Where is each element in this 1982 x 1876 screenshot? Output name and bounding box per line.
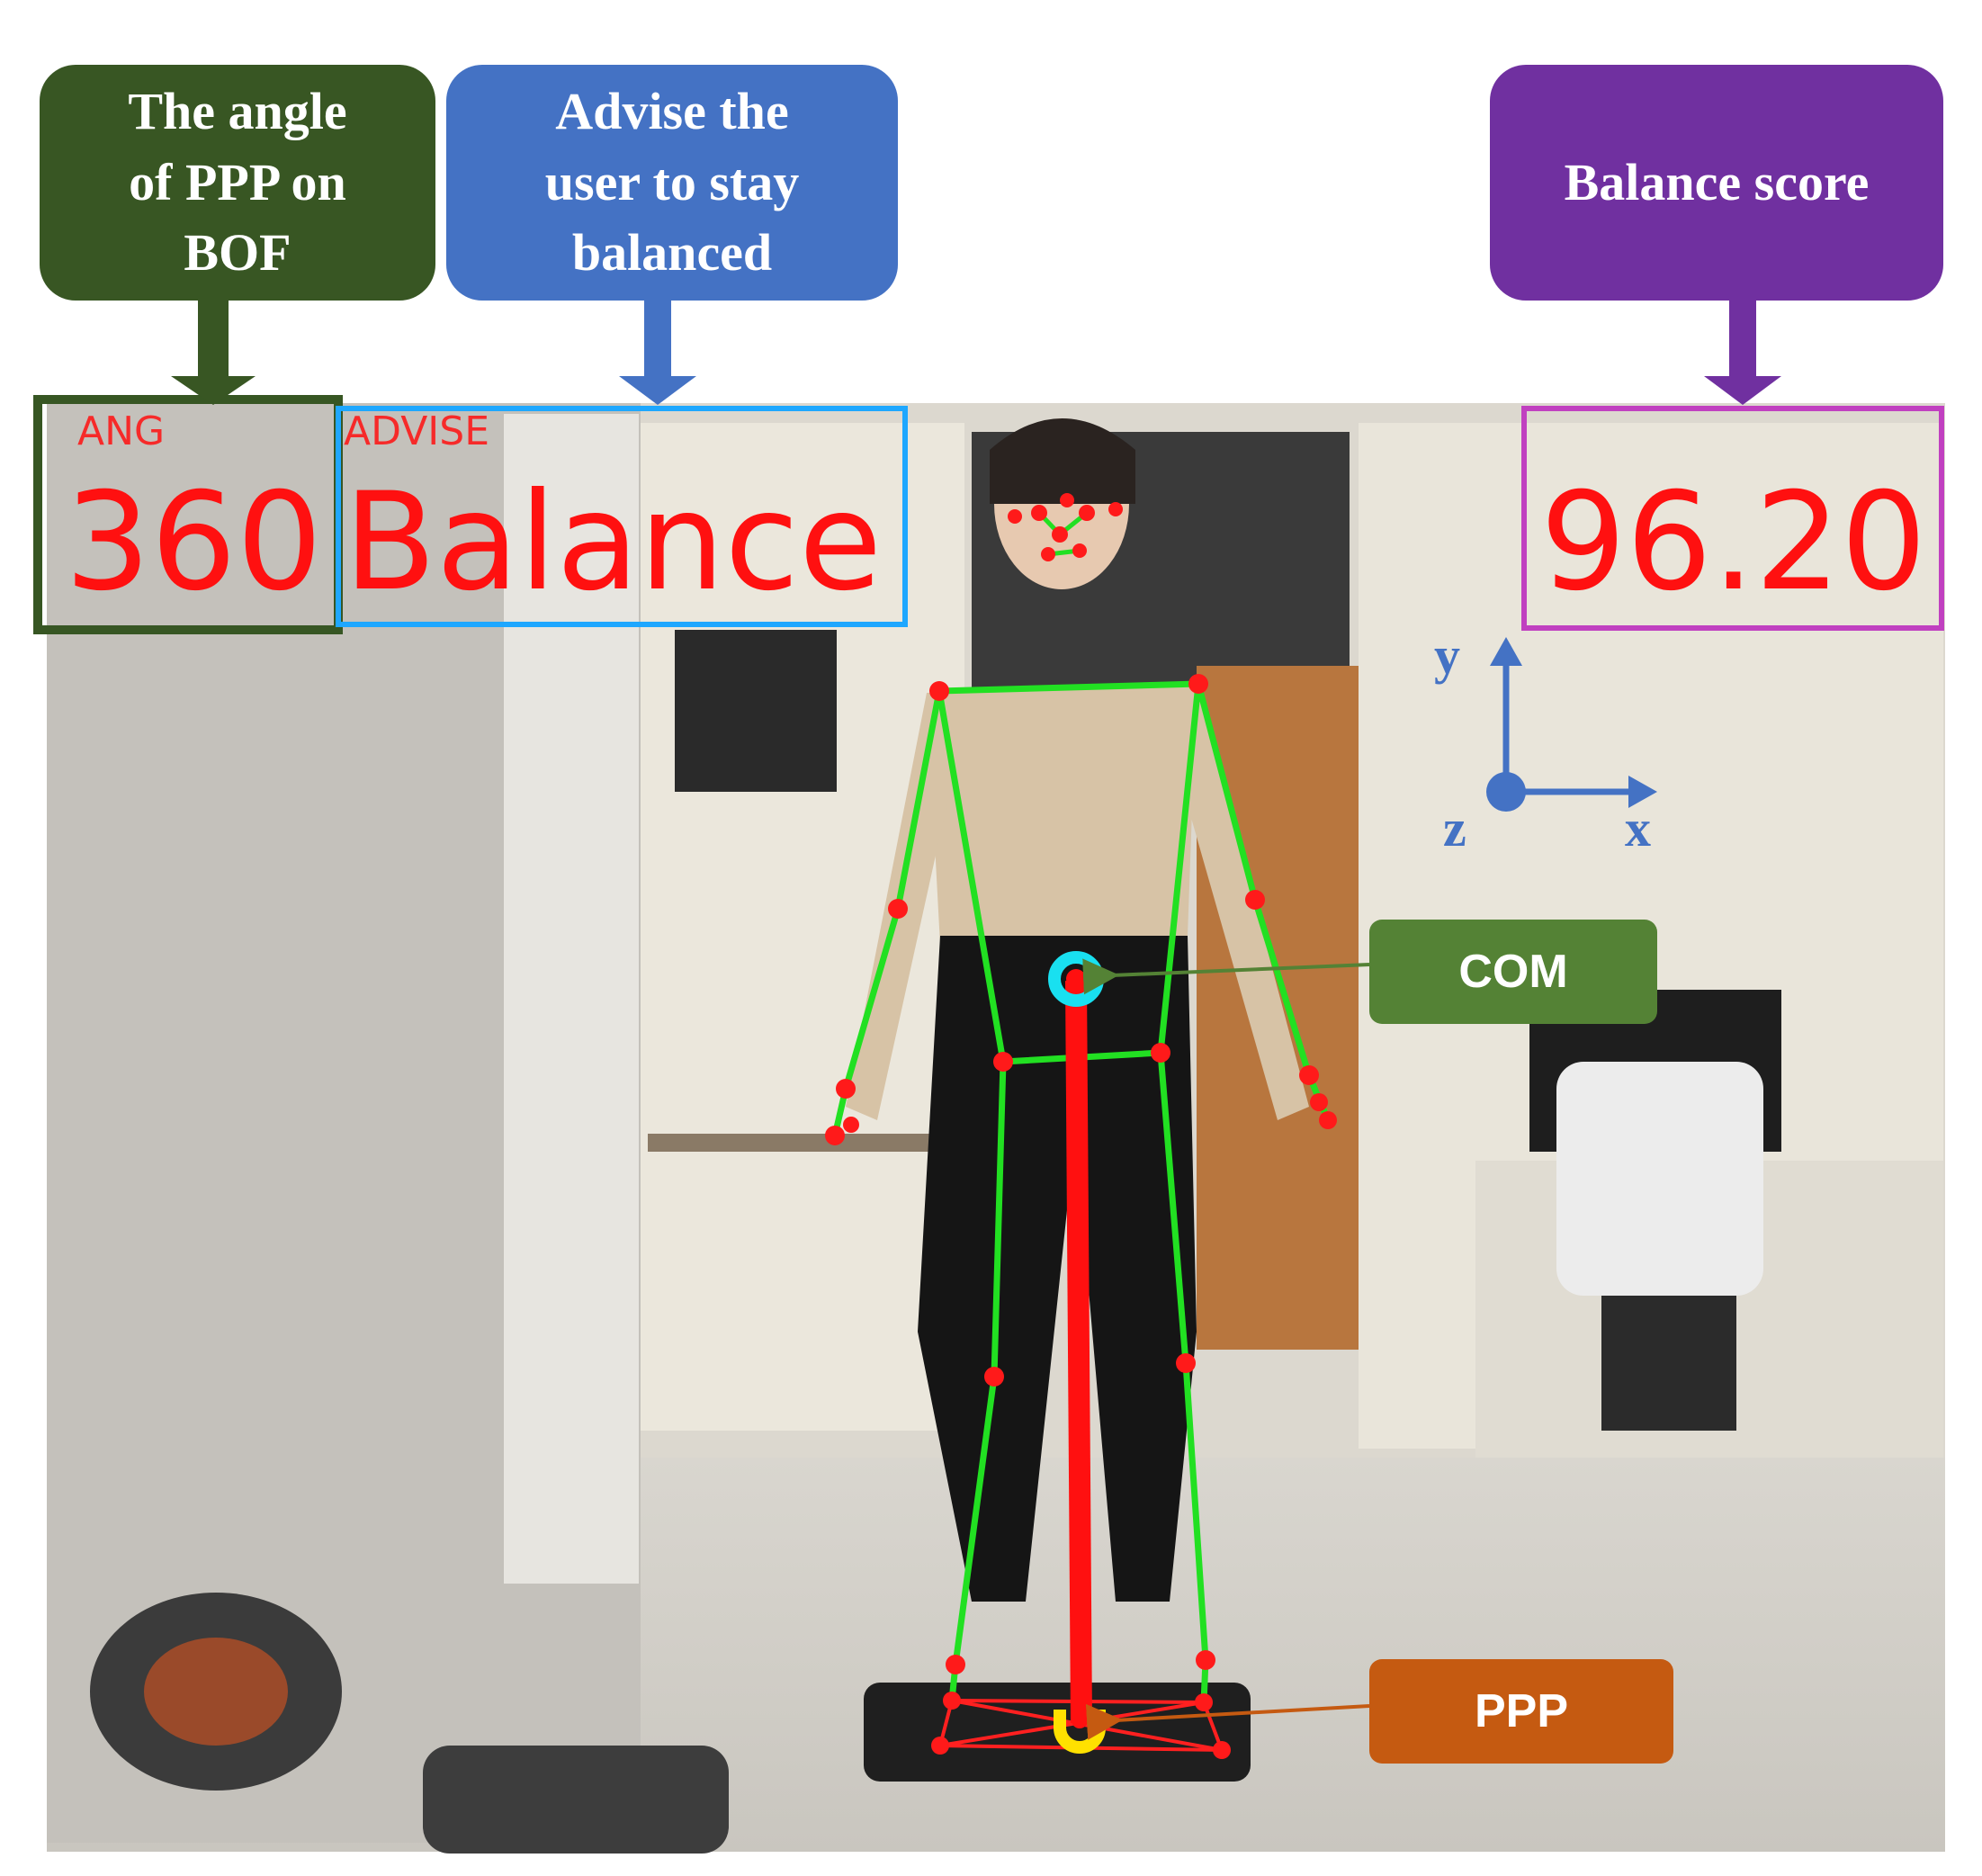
joint-left-toe — [931, 1737, 949, 1755]
axis-y-arrowhead — [1490, 637, 1522, 666]
axis-y-label: y — [1434, 626, 1460, 685]
joint-right-hand — [1310, 1093, 1328, 1111]
ppp-pointer-arrow — [1085, 1703, 1370, 1740]
balance-score-callout-text: Balance score — [1564, 152, 1870, 211]
joint-nose — [1052, 526, 1068, 543]
advise-frame — [336, 406, 908, 627]
balance-score-value: 96.20 — [1540, 464, 1927, 621]
com-ppp-line — [1065, 980, 1092, 1724]
balance-score-callout: Balance score — [1490, 65, 1943, 301]
axis-origin-dot — [1486, 772, 1526, 812]
joint-left-hand-tip — [843, 1117, 859, 1133]
joint-right-toe — [1213, 1741, 1231, 1759]
joint-right-knee — [1176, 1353, 1196, 1373]
joint-left-shoulder — [929, 681, 949, 701]
com-label: COM — [1369, 920, 1657, 1024]
joint-left-heel — [943, 1692, 961, 1710]
ppp-label-text: PPP — [1474, 1685, 1569, 1737]
joint-right-hip — [1151, 1043, 1170, 1063]
angle-value: 360 — [65, 464, 323, 621]
angle-caption: ANG — [77, 408, 166, 454]
angle-pointer-arrow — [171, 301, 256, 405]
advise-callout-text: Advise the user to stay balanced — [544, 81, 800, 283]
advise-callout: Advise the user to stay balanced — [446, 65, 898, 301]
joint-left-wrist — [836, 1079, 856, 1099]
com-label-text: COM — [1458, 946, 1568, 998]
joint-right-eye — [1079, 505, 1095, 521]
joint-left-knee — [984, 1367, 1004, 1387]
joint-mouth-left — [1041, 547, 1055, 561]
score-pointer-arrow — [1704, 301, 1781, 405]
joint-right-wrist — [1299, 1065, 1319, 1085]
joint-mouth-right — [1072, 543, 1087, 558]
joint-left-eye — [1031, 505, 1047, 521]
angle-callout: The angle of PPP on BOF — [40, 65, 435, 301]
joint-face-upper — [1060, 493, 1074, 507]
joint-right-ankle — [1196, 1650, 1215, 1670]
pose-joints — [825, 493, 1337, 1759]
joint-right-shoulder — [1188, 674, 1208, 694]
angle-callout-text: The angle of PPP on BOF — [128, 81, 347, 283]
score-frame — [1521, 406, 1944, 631]
joint-left-hip — [993, 1052, 1013, 1072]
ppp-label: PPP — [1369, 1659, 1673, 1764]
joint-right-heel — [1195, 1693, 1213, 1711]
axis-x-arrowhead — [1628, 776, 1657, 808]
advise-value: Balance — [344, 464, 883, 621]
ppp-marker — [1054, 1710, 1106, 1754]
joint-right-elbow — [1245, 890, 1265, 910]
joint-left-ankle — [946, 1655, 965, 1674]
advise-caption: ADVISE — [344, 408, 490, 454]
axis-x-label: x — [1625, 799, 1651, 857]
joint-face-right — [1108, 502, 1123, 516]
joint-left-elbow — [888, 899, 908, 919]
coordinate-axes — [1486, 637, 1657, 812]
joint-right-hand-tip — [1319, 1111, 1337, 1129]
joint-left-hand — [825, 1126, 845, 1145]
advise-pointer-arrow — [619, 301, 696, 405]
com-pointer-arrow — [1082, 958, 1370, 995]
joint-face-left — [1008, 509, 1022, 524]
axis-z-label: z — [1443, 799, 1466, 857]
